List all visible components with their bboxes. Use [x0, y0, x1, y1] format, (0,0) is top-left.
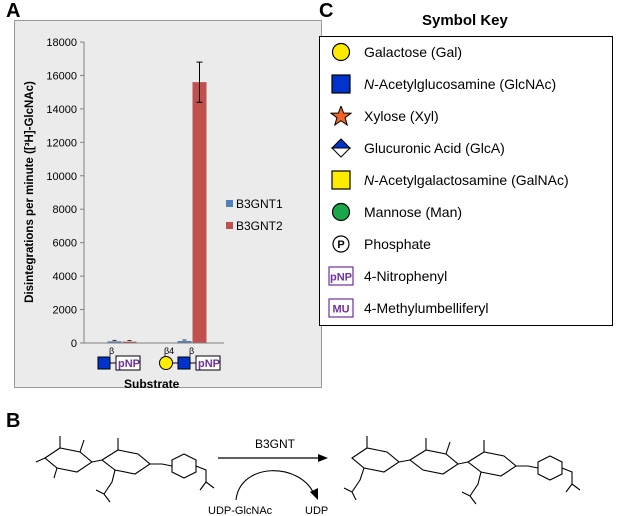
enzyme-label: B3GNT	[255, 437, 296, 451]
y-tick-label: 2000	[53, 305, 77, 317]
y-tick-label: 14000	[46, 104, 77, 116]
key-label-xylose: Xylose (Xyl)	[364, 108, 439, 124]
symbol-key: Galactose (Gal) N-Acetylglucosamine (Glc…	[319, 36, 613, 326]
phosphate-icon-text: P	[337, 239, 344, 251]
bars	[107, 61, 207, 344]
y-tick-label: 0	[71, 338, 77, 350]
mannose-circle-icon	[331, 202, 351, 222]
reaction-arrowhead-icon	[318, 454, 328, 462]
key-row-galnac: N-Acetylgalactosamine (GalNAc)	[320, 168, 612, 192]
substrate-1-glyph: β pNP	[97, 346, 141, 371]
symbol-key-title: Symbol Key	[422, 12, 508, 29]
linkage-beta4-label: β4	[164, 346, 174, 356]
x-axis-label: Substrate	[124, 377, 180, 391]
reaction-scheme: B3GNT UDP-GlcNAc UDP	[35, 436, 581, 516]
y-axis-label: Disintegrations per minute ([³H]-GlcNAc)	[24, 81, 36, 303]
xylose-star-icon	[330, 106, 352, 126]
key-label-glcnac-prefix: N	[364, 76, 375, 92]
key-row-pnp: pNP 4-Nitrophenyl	[320, 264, 612, 288]
y-tick-label: 4000	[53, 271, 77, 283]
phosphate-icon: P	[332, 235, 350, 253]
legend-swatch-b3gnt2	[226, 222, 233, 229]
y-tick-label: 6000	[53, 238, 77, 250]
galnac-square-icon	[331, 170, 351, 190]
linkage-beta-label: β	[189, 346, 194, 356]
y-tick-label: 12000	[46, 137, 77, 149]
pnp-label: pNP	[198, 358, 220, 370]
key-label-pnp: 4-Nitrophenyl	[364, 268, 448, 284]
chart-frame	[14, 20, 322, 388]
key-label-galactose: Galactose (Gal)	[364, 44, 463, 60]
error-bar	[196, 61, 203, 103]
key-label-galnac: -Acetylgalactosamine (GalNAc)	[374, 172, 569, 188]
legend-label-b3gnt1: B3GNT1	[236, 197, 283, 211]
glca-diamond-icon	[330, 138, 352, 158]
bar-b3gnt2-1	[122, 341, 137, 344]
panel-letter-a: A	[6, 0, 21, 22]
pnp-box-icon: pNP	[328, 266, 354, 286]
pnp-box-icon	[115, 355, 141, 371]
pnp-icon-text: pNP	[330, 272, 352, 284]
y-tick-label: 10000	[46, 171, 77, 183]
key-row-glcnac: N-Acetylglucosamine (GlcNAc)	[320, 72, 612, 96]
panel-letter-c: C	[319, 0, 334, 22]
donor-label: UDP-GlcNAc	[208, 505, 273, 516]
y-tick-label: 18000	[46, 37, 77, 49]
key-row-galactose: Galactose (Gal)	[320, 40, 612, 64]
pnp-label: pNP	[118, 358, 140, 370]
key-row-mu: MU 4-Methylumbelliferyl	[320, 296, 612, 320]
key-row-phosphate: P Phosphate	[320, 232, 612, 256]
key-label-phosphate: Phosphate	[364, 236, 431, 252]
bar-chart: 0 2000 4000 6000 8000 10000 12000 14000 16000 180…	[24, 37, 283, 391]
panel-letter-b: B	[6, 410, 21, 432]
mu-box-icon: MU	[328, 298, 354, 318]
galactose-circle-icon	[159, 356, 173, 370]
substrate-structure-icon	[35, 436, 215, 503]
key-row-glca: Glucuronic Acid (GlcA)	[320, 136, 612, 160]
glcnac-square-icon	[97, 356, 111, 370]
key-label-glcnac: -Acetylglucosamine (GlcNAc)	[374, 76, 557, 92]
glcnac-square-icon	[177, 356, 191, 370]
substrate-2-glyph: β4 β pNP	[159, 346, 221, 371]
legend-swatch-b3gnt1	[226, 200, 233, 207]
bar-b3gnt2-2	[192, 82, 207, 343]
glcnac-square-icon	[331, 74, 351, 94]
y-tick-label: 16000	[46, 70, 77, 82]
key-label-galnac-prefix: N	[364, 172, 375, 188]
product-structure-icon	[343, 436, 581, 505]
y-axis: 0 2000 4000 6000 8000 10000 12000 14000 16000 180…	[46, 37, 84, 350]
linkage-beta-label: β	[109, 346, 114, 356]
pnp-box-icon	[195, 355, 221, 371]
bar-b3gnt1-2	[177, 340, 192, 343]
galactose-circle-icon	[331, 42, 351, 62]
cofactor-arrow	[235, 470, 315, 501]
y-tick-label: 8000	[53, 204, 77, 216]
key-row-xylose: Xylose (Xyl)	[320, 104, 612, 128]
cofactor-arrowhead-icon	[310, 488, 318, 500]
key-row-mannose: Mannose (Man)	[320, 200, 612, 224]
mu-icon-text: MU	[332, 304, 349, 316]
key-label-glca: Glucuronic Acid (GlcA)	[364, 140, 505, 156]
bar-b3gnt1-1	[107, 341, 122, 343]
legend-label-b3gnt2: B3GNT2	[236, 219, 283, 233]
byproduct-label: UDP	[305, 505, 328, 516]
key-label-mannose: Mannose (Man)	[364, 204, 463, 220]
key-label-mu: 4-Methylumbelliferyl	[364, 300, 489, 316]
